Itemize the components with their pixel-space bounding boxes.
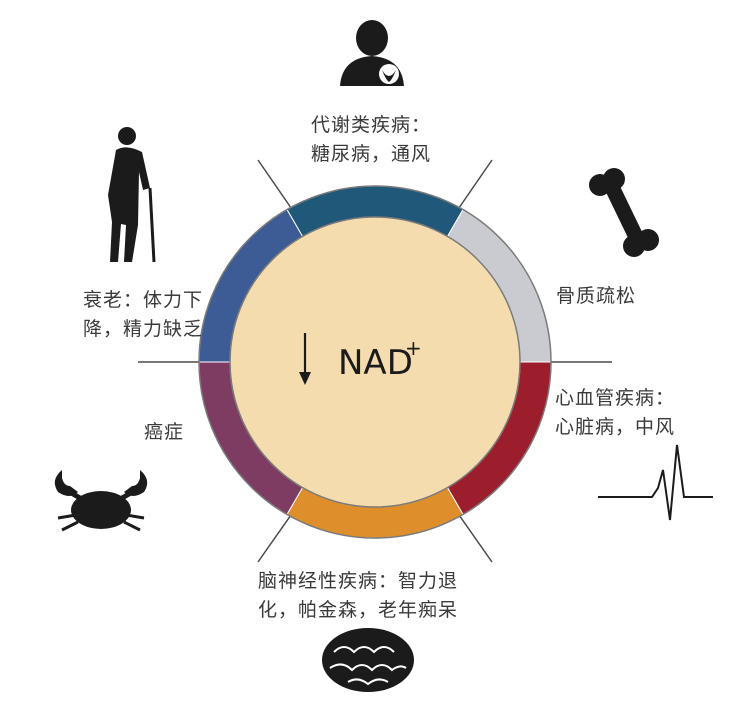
label-neuro: 脑神经性疾病：智力退 化，帕金森，老年痴呆 <box>258 570 459 621</box>
person-with-stomach-icon <box>340 20 404 86</box>
label-metabolic: 代谢类疾病： 糖尿病，通风 <box>311 114 432 165</box>
down-arrow-icon <box>299 333 311 385</box>
label-cancer: 癌症 <box>144 421 185 443</box>
crab-icon <box>54 470 148 532</box>
nad-label: NAD <box>338 343 413 383</box>
heartbeat-ecg-icon <box>598 444 713 521</box>
label-osteoporosis: 骨质疏松 <box>556 285 637 307</box>
label-cardiovascular: 心血管疾病： 心脏病，中风 <box>555 387 676 438</box>
nad-superscript: + <box>405 336 422 360</box>
nad-inner-circle <box>229 216 521 508</box>
ring-outer-border <box>198 185 552 539</box>
bone-icon <box>589 168 659 257</box>
brain-icon <box>322 628 414 692</box>
label-aging: 衰老：体力下 降，精力缺乏 <box>83 289 204 340</box>
elderly-person-with-cane-icon <box>108 127 156 263</box>
